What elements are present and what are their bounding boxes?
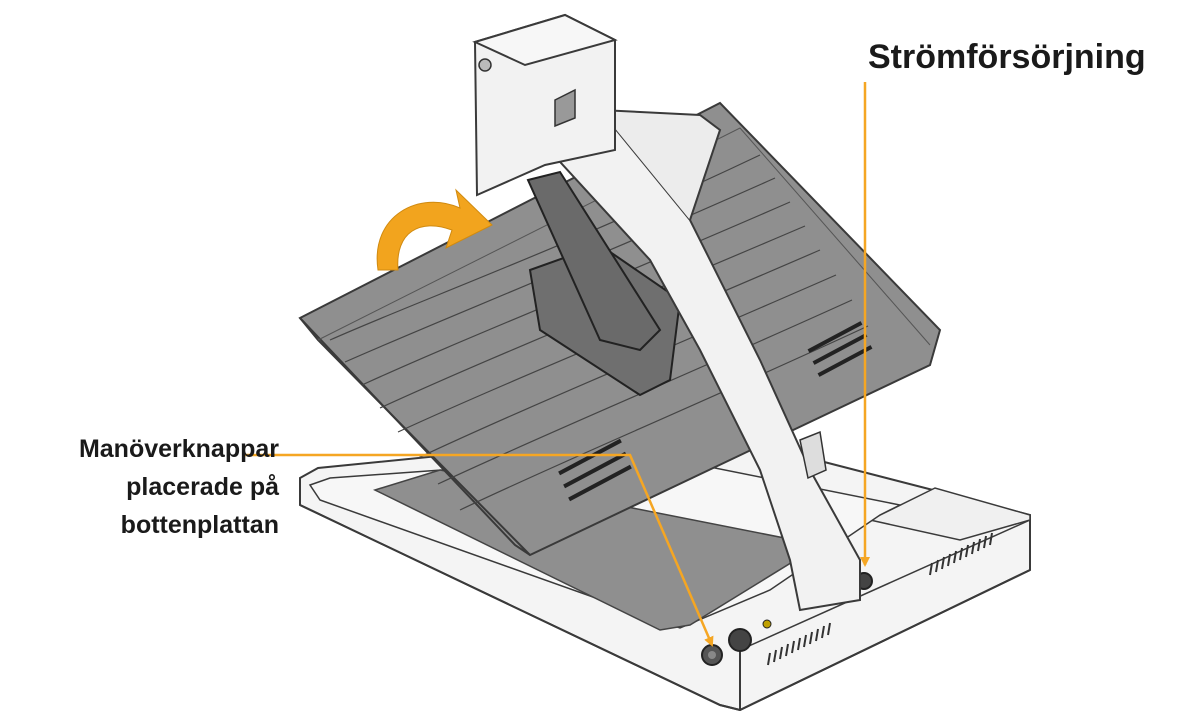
controls-label-line2: placerade på (126, 473, 279, 501)
controls-label-line1: Manöverknappar (78, 435, 279, 463)
power-supply-label: Strömförsörjning (868, 38, 1146, 76)
rotate-arrow-icon (376, 188, 493, 271)
callout-arrow-icon (245, 82, 870, 647)
controls-label: Manöverknappar placerade på bottenplatta… (79, 430, 279, 544)
camera-arm (472, 13, 861, 612)
controls-label-line3: bottenplattan (120, 511, 279, 539)
